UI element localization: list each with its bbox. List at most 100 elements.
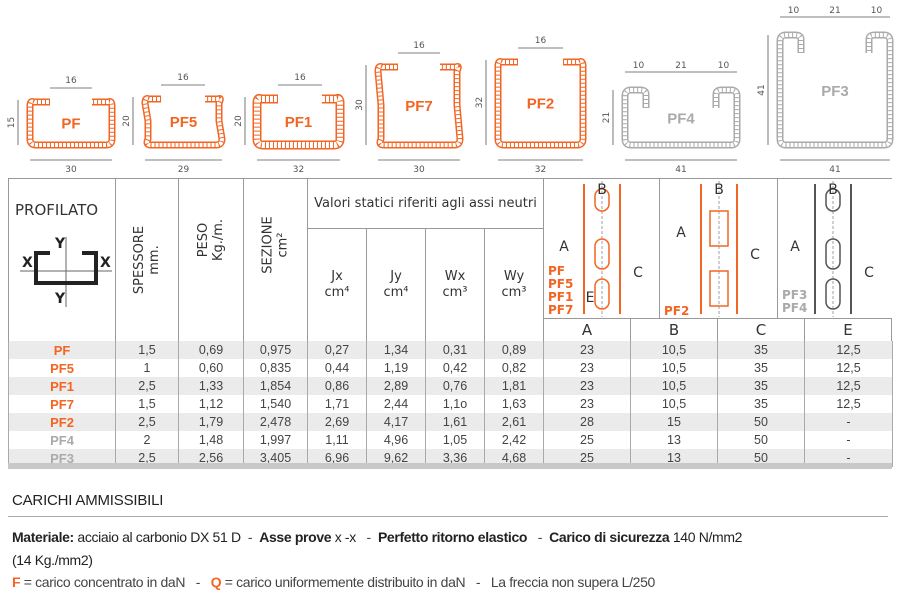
width-dimension: 32 (535, 165, 546, 175)
cell: 1,5 (115, 341, 179, 359)
cell: 50 (717, 431, 805, 449)
freccia-text: La freccia non supera L/250 (490, 574, 655, 590)
profile-label: PF5 (170, 114, 198, 131)
carico-kg: (14 Kg./mm2) (12, 552, 93, 568)
slot-rect (709, 209, 729, 247)
cell: 2,69 (307, 413, 367, 431)
cell: 1 (115, 359, 179, 377)
width-dimension: 30 (413, 165, 425, 175)
profile-label: PF1 (285, 114, 313, 131)
cell: 50 (717, 413, 805, 431)
cell: 1,05 (425, 431, 485, 449)
wx-label: Wx (444, 269, 466, 284)
profile-name: PF (8, 341, 116, 359)
cell: 0,69 (178, 341, 244, 359)
spessore-label: SPESSORE (132, 225, 148, 295)
f-label: F (12, 574, 21, 590)
col-e-header: E (804, 318, 892, 341)
top-dimension: 16 (294, 73, 306, 83)
dim-b: B (714, 182, 724, 198)
cell: 2,478 (243, 413, 308, 431)
width-dimension: 29 (178, 165, 190, 175)
wy-label: Wy (503, 269, 525, 284)
dim-a: A (676, 225, 686, 241)
profile-name: PF5 (8, 359, 116, 377)
cell: 10,5 (630, 377, 718, 395)
profile-outline-inner (623, 88, 739, 147)
wx-unit: cm³ (442, 285, 468, 300)
slot-oval (825, 237, 841, 270)
cell: 2,61 (484, 413, 544, 431)
profile-hatch (778, 33, 892, 147)
profile-name: PF3 (8, 449, 116, 467)
separator: - (537, 529, 543, 545)
top-dimension: 16 (535, 36, 547, 46)
height-dimension: 21 (602, 112, 612, 123)
profile-name: PF7 (8, 395, 116, 413)
diagram-profile-name: PF1 (548, 290, 573, 304)
materiale-label: Materiale: (12, 529, 74, 545)
cell: 1,63 (484, 395, 544, 413)
cell: 1,854 (243, 377, 308, 395)
axis-profile-icon: X X Y Y (20, 236, 112, 307)
cell: 12,5 (804, 341, 893, 359)
cell: - (804, 449, 893, 467)
cell: 10,5 (630, 341, 718, 359)
cell: 0,31 (425, 341, 485, 359)
profile-name: PF1 (8, 377, 116, 395)
profile-name: PF4 (8, 431, 116, 449)
materiale-value: acciaio al carbonio DX 51 D (73, 529, 241, 545)
axis-x-right: X (100, 255, 111, 271)
cell: 1,79 (178, 413, 244, 431)
sezione-unit: cm² (275, 232, 291, 258)
dim-a: A (790, 239, 800, 255)
slot-keyhole (594, 237, 610, 270)
cell: 35 (717, 359, 805, 377)
cell: 1,997 (243, 431, 308, 449)
jy-unit: cm⁴ (383, 285, 409, 300)
separator: - (247, 529, 253, 545)
cell: 23 (543, 377, 631, 395)
diagram-profile-name: PF7 (548, 303, 573, 317)
cell: 2,5 (115, 449, 179, 467)
cell: 23 (543, 395, 631, 413)
diagram-profile-name: PF3 (782, 288, 807, 302)
peso-label: PESO (196, 222, 211, 258)
cell: - (804, 431, 893, 449)
f-text: = carico concentrato in daN (20, 574, 186, 590)
top-dimension: 21 (829, 6, 840, 16)
q-text: = carico uniformemente distribuito in da… (221, 574, 466, 590)
ritorno-label: Perfetto ritorno elastico (377, 529, 528, 545)
cell: 3,405 (243, 449, 308, 467)
profile-label: PF3 (821, 83, 849, 100)
profile-name: PF2 (8, 413, 116, 431)
section-divider (8, 516, 888, 517)
col-b-header: B (630, 318, 717, 341)
cell: 1,5 (115, 395, 179, 413)
cell: 12,5 (804, 359, 893, 377)
cell: 50 (717, 449, 805, 467)
cell: 23 (543, 359, 631, 377)
profile-hatch (376, 64, 462, 147)
cell: 1,61 (425, 413, 485, 431)
cell: 4,68 (484, 449, 544, 467)
cell: 4,17 (366, 413, 426, 431)
top-dimension: 10 (788, 6, 800, 16)
cell: 0,76 (425, 377, 485, 395)
profile-label: PF (61, 116, 80, 133)
profile-hatch (254, 95, 343, 148)
height-dimension: 20 (122, 115, 132, 127)
height-dimension: 15 (7, 117, 17, 128)
